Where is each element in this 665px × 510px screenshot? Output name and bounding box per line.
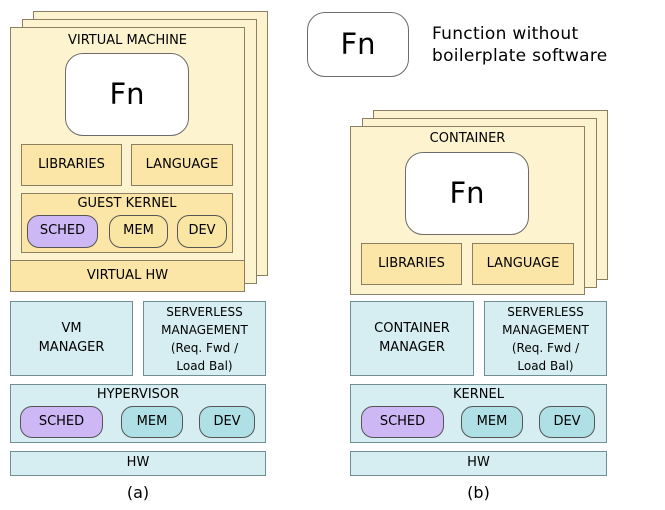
vm-manager: VM MANAGER: [10, 301, 133, 376]
vm-language: LANGUAGE: [131, 144, 233, 186]
kernel-mem: MEM: [461, 406, 523, 438]
hypervisor-sched: SCHED: [20, 406, 103, 438]
vm-manager-line1: VM: [61, 320, 82, 336]
vm-manager-line2: MANAGER: [38, 339, 105, 355]
right-hw: HW: [350, 451, 607, 476]
hypervisor-mem: MEM: [121, 406, 183, 438]
container-fn-box: Fn: [405, 152, 529, 235]
container-serverless-line4: Load Bal): [517, 358, 574, 373]
container-manager: CONTAINER MANAGER: [350, 301, 474, 376]
vm-serverless-line4: Load Bal): [176, 358, 233, 373]
vm-serverless-line3: (Req. Fwd /: [170, 340, 239, 355]
container-libraries: LIBRARIES: [361, 243, 462, 285]
guest-kernel-title: GUEST KERNEL: [77, 196, 177, 211]
container-serverless-line2: MANAGEMENT: [502, 322, 589, 337]
container-serverless-line3: (Req. Fwd /: [511, 340, 580, 355]
virtual-hw: VIRTUAL HW: [10, 260, 245, 292]
vm-fn-box: Fn: [65, 53, 189, 136]
guest-mem: MEM: [109, 215, 168, 248]
vm-libraries: LIBRARIES: [21, 144, 122, 186]
caption-a: (a): [126, 483, 150, 502]
container-serverless-management: SERVERLESS MANAGEMENT (Req. Fwd / Load B…: [484, 301, 607, 376]
container-serverless-line1: SERVERLESS: [507, 304, 584, 319]
legend-description: Function without boilerplate software: [432, 23, 608, 67]
container-manager-line2: MANAGER: [379, 339, 445, 355]
virtual-machine-title: VIRTUAL MACHINE: [67, 33, 188, 48]
caption-b: (b): [467, 483, 490, 502]
guest-dev: DEV: [177, 215, 227, 248]
vm-serverless-management: SERVERLESS MANAGEMENT (Req. Fwd / Load B…: [143, 301, 266, 376]
container-manager-line1: CONTAINER: [374, 320, 450, 336]
vm-serverless-line1: SERVERLESS: [166, 304, 243, 319]
legend-description-line1: Function without: [432, 24, 579, 44]
kernel-title: KERNEL: [453, 387, 504, 402]
hypervisor-dev: DEV: [199, 406, 255, 438]
vm-serverless-line2: MANAGEMENT: [161, 322, 248, 337]
left-hw: HW: [10, 451, 266, 476]
kernel-sched: SCHED: [361, 406, 444, 438]
kernel-dev: DEV: [539, 406, 595, 438]
legend-fn-box: Fn: [307, 12, 409, 77]
container-title: CONTAINER: [429, 131, 506, 146]
legend-description-line2: boilerplate software: [432, 46, 608, 66]
container-language: LANGUAGE: [472, 243, 574, 285]
guest-sched: SCHED: [27, 215, 98, 248]
hypervisor-title: HYPERVISOR: [96, 387, 180, 402]
